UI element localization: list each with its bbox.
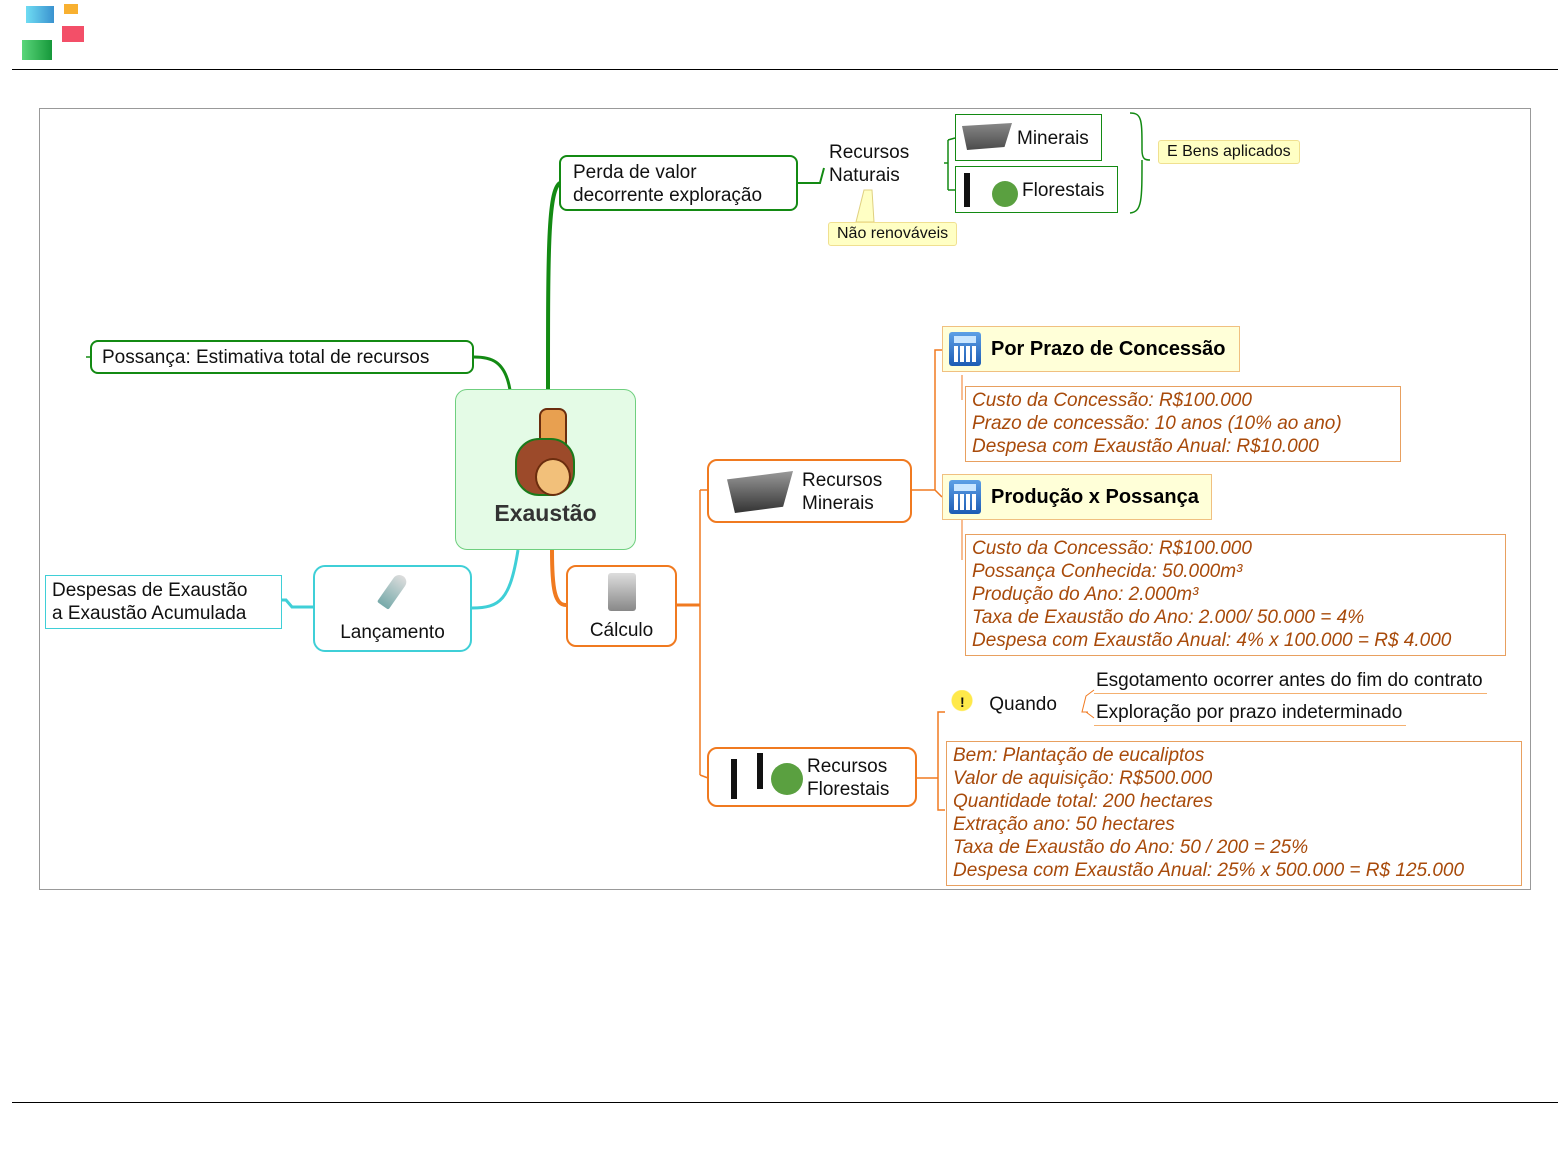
node-calculo[interactable]: Cálculo bbox=[566, 565, 677, 647]
app-logo bbox=[20, 4, 86, 62]
label-line2: Naturais bbox=[829, 165, 900, 186]
label: Cálculo bbox=[589, 620, 654, 641]
central-node-exaustao[interactable]: Exaustão bbox=[455, 389, 636, 550]
note-despesas-exaustao[interactable]: Despesas de Exaustão a Exaustão Acumulad… bbox=[45, 575, 282, 629]
node-possanca[interactable]: Possança: Estimativa total de recursos bbox=[90, 340, 474, 374]
label-line1: Recursos bbox=[807, 756, 888, 777]
wood-log-icon bbox=[511, 408, 581, 496]
detail-line: Despesa com Exaustão Anual: R$10.000 bbox=[972, 436, 1319, 457]
label-line1: Despesas de Exaustão bbox=[52, 580, 248, 601]
detail-line: Custo da Concessão: R$100.000 bbox=[972, 538, 1252, 559]
node-por-prazo-concessao[interactable]: Por Prazo de Concessão bbox=[942, 326, 1240, 372]
label: Minerais bbox=[1017, 128, 1089, 149]
label-line1: Perda de valor bbox=[573, 162, 697, 183]
lumberjack-figure-icon bbox=[757, 753, 763, 789]
lightbulb-warning-icon: ! bbox=[950, 690, 974, 720]
label-line2: Minerais bbox=[802, 493, 874, 514]
node-minerais[interactable]: Minerais bbox=[955, 114, 1102, 161]
detail-line: Extração ano: 50 hectares bbox=[953, 814, 1175, 835]
quando-item-esgotamento[interactable]: Esgotamento ocorrer antes do fim do cont… bbox=[1094, 670, 1487, 694]
title: Produção x Possança bbox=[991, 486, 1199, 508]
calculator-icon bbox=[949, 480, 981, 514]
detail-line: Despesa com Exaustão Anual: 4% x 100.000… bbox=[972, 630, 1452, 651]
node-recursos-minerais[interactable]: Recursos Minerais bbox=[707, 459, 912, 523]
callout-bens-aplicados[interactable]: E Bens aplicados bbox=[1158, 140, 1300, 164]
detail-line: Valor de aquisição: R$500.000 bbox=[953, 768, 1213, 789]
lumberjack-tree-icon bbox=[771, 763, 803, 795]
label-line2: Florestais bbox=[807, 779, 890, 800]
detail-line: Bem: Plantação de eucaliptos bbox=[953, 745, 1205, 766]
detail-line: Produção do Ano: 2.000m³ bbox=[972, 584, 1199, 605]
label-line2: a Exaustão Acumulada bbox=[52, 603, 247, 624]
detail-line: Custo da Concessão: R$100.000 bbox=[972, 390, 1252, 411]
label-line1: Recursos bbox=[829, 142, 910, 163]
mining-cart-icon bbox=[962, 123, 1012, 150]
box-prazo-details[interactable]: Custo da Concessão: R$100.000 Prazo de c… bbox=[965, 386, 1401, 462]
label: Possança: Estimativa total de recursos bbox=[102, 347, 430, 368]
node-producao-possanca[interactable]: Produção x Possança bbox=[942, 474, 1212, 520]
mining-cart-icon bbox=[727, 471, 793, 513]
node-quando[interactable]: ! Quando bbox=[950, 690, 1057, 720]
central-label: Exaustão bbox=[494, 500, 597, 526]
label: Lançamento bbox=[340, 622, 445, 643]
detail-line: Prazo de concessão: 10 anos (10% ao ano) bbox=[972, 413, 1342, 434]
label-line2: decorrente exploração bbox=[573, 185, 763, 206]
label-line1: Recursos bbox=[802, 470, 883, 491]
lumberjack-figure-icon bbox=[964, 173, 970, 207]
callout-nao-renovaveis[interactable]: Não renováveis bbox=[828, 222, 958, 246]
detail-line: Quantidade total: 200 hectares bbox=[953, 791, 1213, 812]
header-divider bbox=[12, 69, 1558, 70]
quando-item-exploracao[interactable]: Exploração por prazo indeterminado bbox=[1094, 702, 1407, 726]
label: Florestais bbox=[1022, 180, 1105, 201]
calculator-icon bbox=[607, 573, 636, 611]
detail-line: Possança Conhecida: 50.000m³ bbox=[972, 561, 1243, 582]
node-recursos-florestais[interactable]: Recursos Florestais bbox=[707, 747, 917, 807]
calculator-icon bbox=[949, 332, 981, 366]
node-perda-de-valor[interactable]: Perda de valor decorrente exploração bbox=[559, 155, 798, 211]
lumberjack-tree-icon bbox=[992, 181, 1018, 207]
box-florestal-details[interactable]: Bem: Plantação de eucaliptos Valor de aq… bbox=[946, 741, 1522, 886]
title: Por Prazo de Concessão bbox=[991, 338, 1226, 360]
label: Quando bbox=[989, 694, 1057, 716]
detail-line: Despesa com Exaustão Anual: 25% x 500.00… bbox=[953, 860, 1465, 881]
detail-line: Taxa de Exaustão do Ano: 50 / 200 = 25% bbox=[953, 837, 1309, 858]
rocket-icon bbox=[376, 572, 409, 610]
detail-line: Taxa de Exaustão do Ano: 2.000/ 50.000 =… bbox=[972, 607, 1365, 628]
box-producao-details[interactable]: Custo da Concessão: R$100.000 Possança C… bbox=[965, 534, 1506, 656]
node-recursos-naturais[interactable]: Recursos Naturais bbox=[829, 141, 909, 187]
node-lancamento[interactable]: Lançamento bbox=[313, 565, 472, 652]
node-florestais[interactable]: Florestais bbox=[955, 166, 1118, 213]
footer-divider bbox=[12, 1102, 1558, 1103]
mindmap-canvas bbox=[39, 108, 1531, 890]
lumberjack-figure-icon bbox=[731, 759, 737, 799]
